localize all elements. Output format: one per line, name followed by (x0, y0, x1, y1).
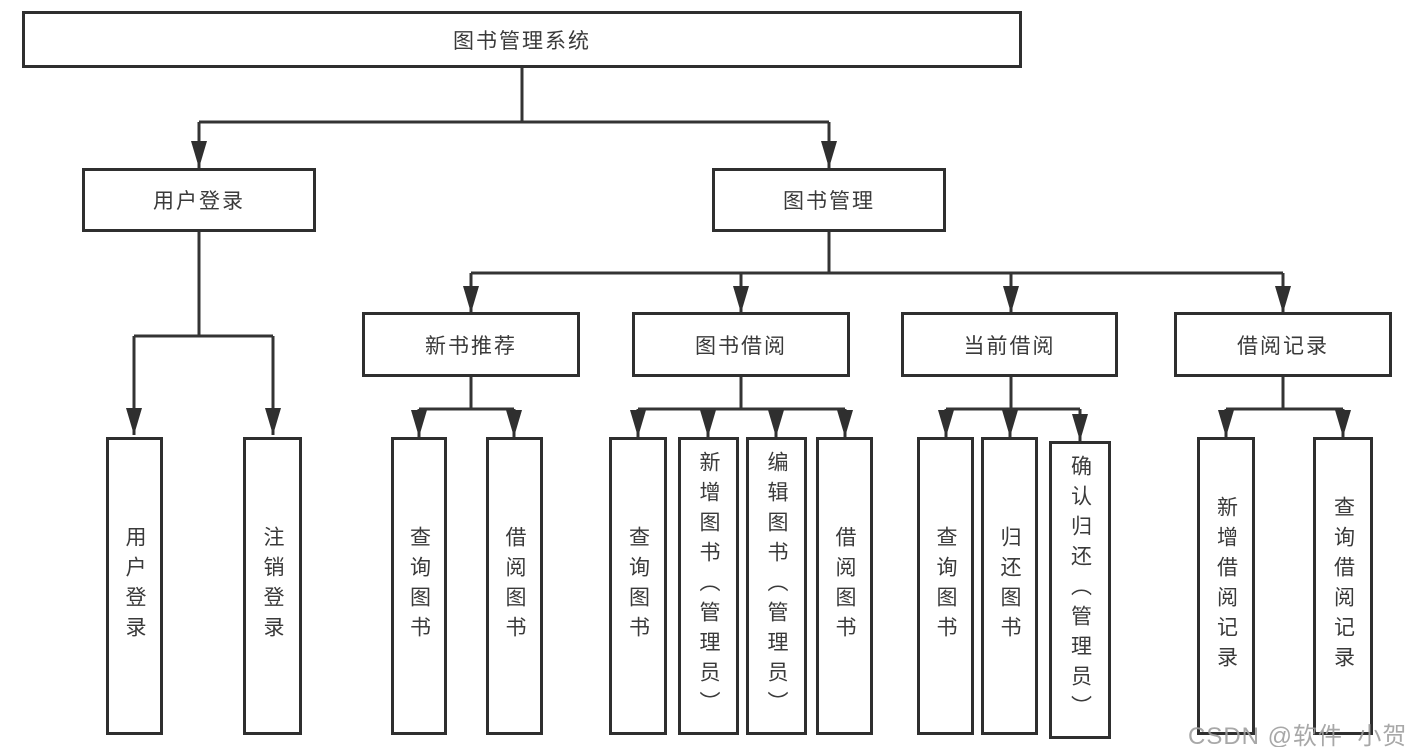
node-book-borrow: 图书借阅 (632, 312, 850, 377)
leaf-query-borrow-record: 查询借阅记录 (1313, 437, 1373, 735)
leaf-borrow-books: 借阅图书 (816, 437, 873, 735)
leaf-return-books: 归还图书 (981, 437, 1038, 735)
node-book-management-branch: 图书管理 (712, 168, 946, 232)
leaf-add-books-admin: 新增图书（管理员） (678, 437, 739, 735)
leaf-label: 注销登录 (261, 526, 284, 646)
node-label: 当前借阅 (963, 334, 1056, 358)
leaf-logout: 注销登录 (243, 437, 302, 735)
leaf-label: 新增借阅记录 (1214, 496, 1238, 676)
leaf-label: 借阅图书 (833, 526, 856, 646)
leaf-label: 查询借阅记录 (1331, 496, 1355, 676)
leaf-label: 查询图书 (626, 526, 650, 646)
leaf-borrow-books-recommend: 借阅图书 (486, 437, 543, 735)
leaf-user-login: 用户登录 (106, 437, 163, 735)
leaf-label: 用户登录 (123, 526, 146, 646)
leaf-confirm-return-admin: 确认归还（管理员） (1049, 441, 1111, 739)
node-borrow-records: 借阅记录 (1174, 312, 1392, 377)
node-label: 新书推荐 (425, 334, 517, 358)
leaf-query-books-current: 查询图书 (917, 437, 974, 735)
leaf-label: 新增图书（管理员） (697, 451, 720, 721)
node-label: 用户登录 (153, 190, 245, 213)
node-label: 图书管理 (783, 190, 875, 213)
leaf-label: 编辑图书（管理员） (765, 451, 788, 721)
leaf-label: 查询图书 (934, 526, 957, 646)
leaf-query-books-borrow: 查询图书 (609, 437, 667, 735)
leaf-edit-books-admin: 编辑图书（管理员） (746, 437, 807, 735)
leaf-label: 归还图书 (998, 526, 1021, 646)
node-root-system: 图书管理系统 (22, 11, 1022, 68)
node-current-borrow: 当前借阅 (901, 312, 1118, 377)
leaf-label: 查询图书 (407, 526, 431, 646)
node-user-login-branch: 用户登录 (82, 168, 316, 232)
leaf-query-books-recommend: 查询图书 (391, 437, 447, 735)
node-label: 图书管理系统 (453, 29, 591, 53)
csdn-watermark: CSDN @软件_小贺同学 (1188, 723, 1405, 747)
node-label: 借阅记录 (1237, 334, 1329, 358)
leaf-label: 借阅图书 (503, 526, 526, 646)
leaf-add-borrow-record: 新增借阅记录 (1197, 437, 1255, 735)
node-new-book-recommend: 新书推荐 (362, 312, 580, 377)
node-label: 图书借阅 (695, 334, 787, 358)
leaf-label: 确认归还（管理员） (1068, 455, 1092, 725)
